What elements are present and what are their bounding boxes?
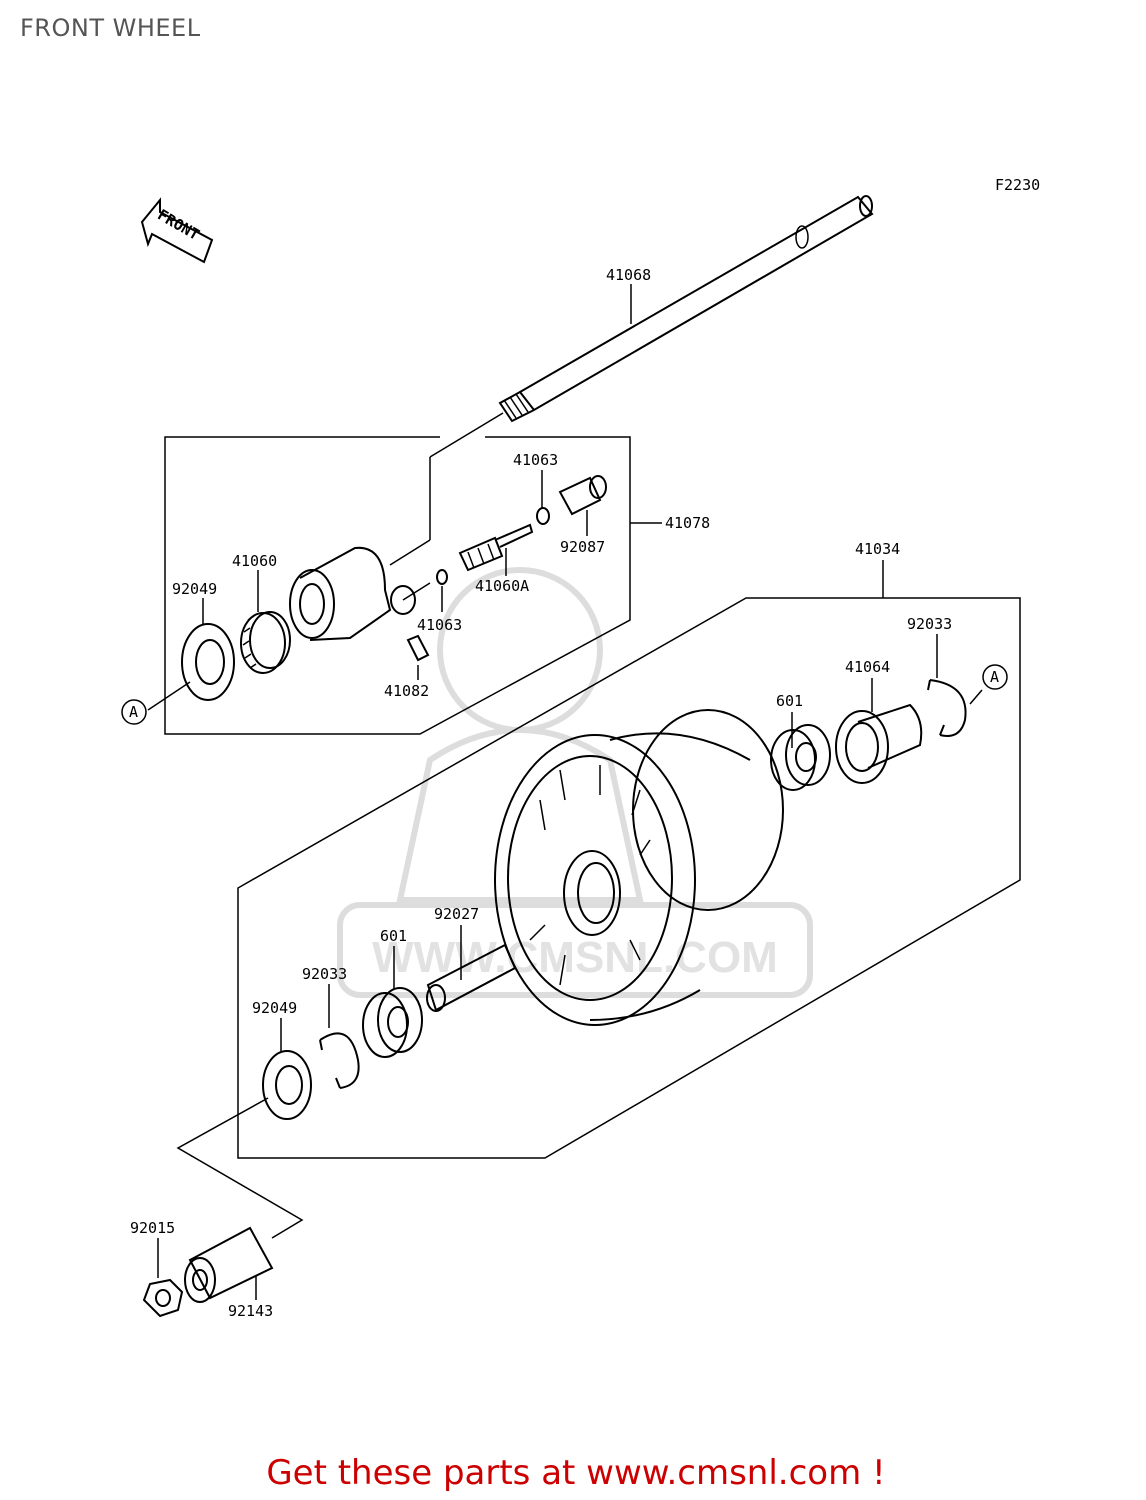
label-key: 41082	[384, 682, 429, 700]
washer-lower	[436, 569, 448, 585]
hub-assy-bracket	[237, 560, 1021, 1159]
label-collar: 92143	[228, 1302, 273, 1320]
wheel-hub	[494, 709, 784, 1026]
gear-ring	[240, 611, 291, 674]
pinion-shaft	[458, 523, 534, 572]
callout-a-right	[982, 664, 1008, 690]
seal-lower	[262, 1050, 312, 1120]
bearing-left	[362, 987, 423, 1058]
watermark-logo: WWW.CMSNL.COM	[337, 567, 813, 998]
label-fitting: 92087	[560, 538, 605, 556]
label-hub-assy: 41034	[855, 540, 900, 558]
label-seal-lower: 92049	[252, 999, 297, 1017]
label-bearing-right: 601	[776, 692, 803, 710]
fitting	[558, 475, 607, 516]
label-washer-upper: 41063	[513, 451, 558, 469]
label-pinion: 41060A	[475, 577, 529, 595]
drive-collar	[835, 703, 923, 784]
watermark-text: WWW.CMSNL.COM	[372, 933, 778, 982]
callout-a-right-label: A	[990, 668, 999, 686]
bearing-right	[770, 724, 831, 791]
callout-a-left-label: A	[129, 703, 138, 721]
key	[406, 634, 430, 662]
label-circlip-left: 92033	[302, 965, 347, 983]
callout-a-left	[121, 699, 147, 725]
label-gear-housing-assy: 41078	[665, 514, 710, 532]
figure-code: F2230	[995, 176, 1040, 194]
label-bearing-left: 601	[380, 927, 407, 945]
footer-text: Get these parts at www.cmsnl.com !	[266, 1453, 886, 1493]
spacer	[426, 943, 517, 1012]
label-seal-left: 92049	[172, 580, 217, 598]
axle-shaft	[498, 195, 874, 423]
seal-left	[181, 623, 235, 701]
gear-housing-bracket	[164, 436, 631, 735]
collar	[184, 1226, 274, 1303]
page-title: FRONT WHEEL	[20, 14, 201, 42]
label-gear: 41060	[232, 552, 277, 570]
washer-upper	[536, 507, 550, 525]
label-spacer: 92027	[434, 905, 479, 923]
front-arrow-icon: FRONT	[140, 197, 214, 264]
gear-housing	[289, 546, 416, 641]
label-axle: 41068	[606, 266, 651, 284]
nut	[142, 1278, 184, 1318]
circlip-left	[319, 1032, 360, 1089]
label-circlip-right: 92033	[907, 615, 952, 633]
circlip-right	[927, 679, 967, 737]
footer-link[interactable]: Get these parts at www.cmsnl.com !	[0, 1453, 1146, 1493]
label-nut: 92015	[130, 1219, 175, 1237]
lower-leader	[176, 1097, 304, 1239]
label-washer-lower: 41063	[417, 616, 462, 634]
label-drive-collar: 41064	[845, 658, 890, 676]
